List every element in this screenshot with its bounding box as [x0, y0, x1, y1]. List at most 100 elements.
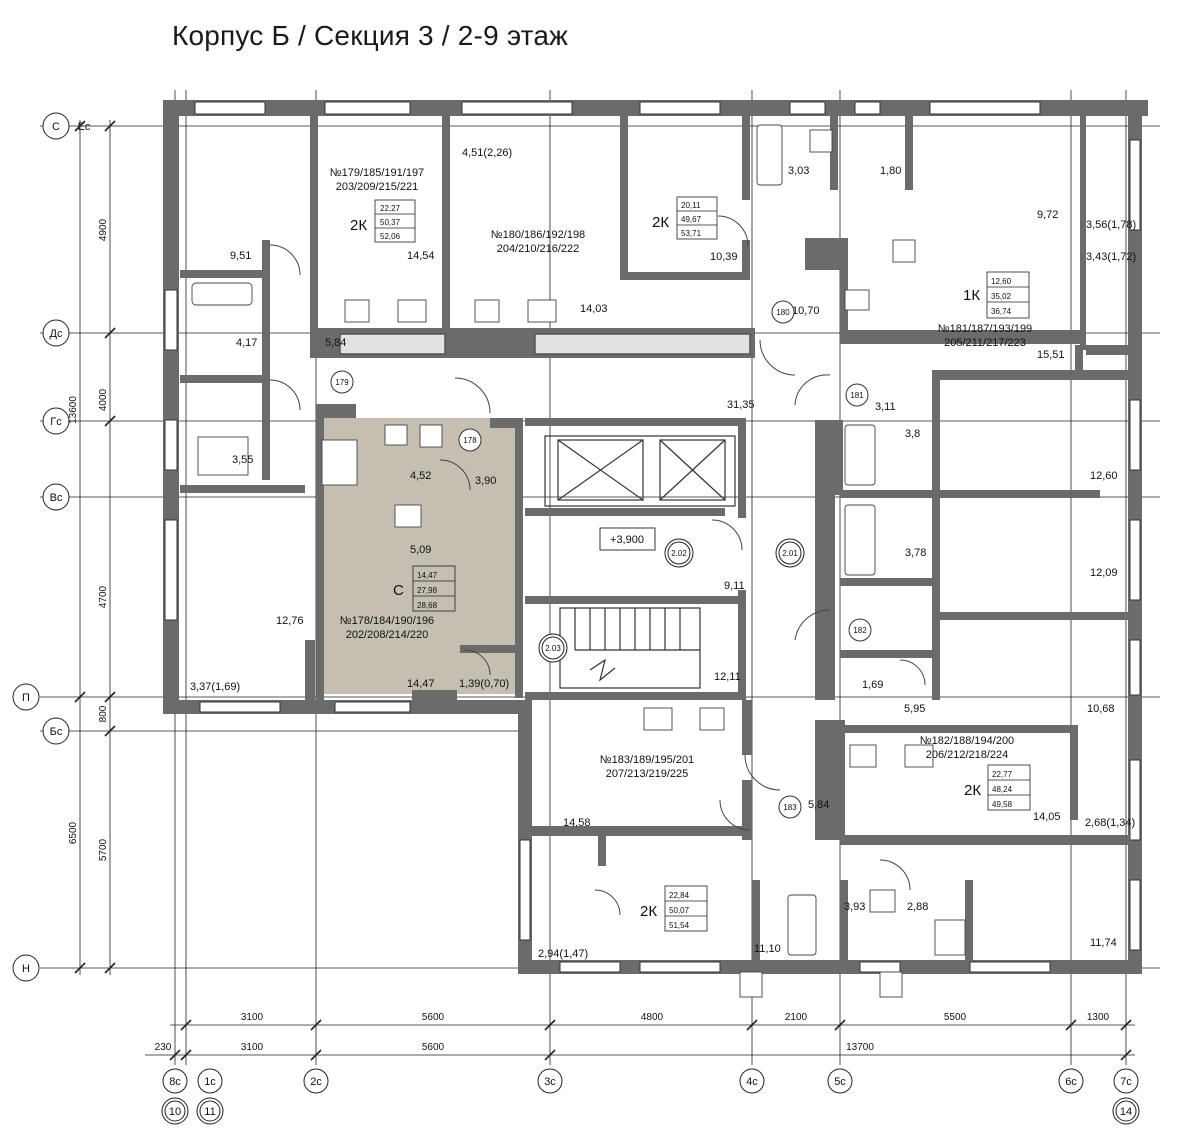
axis-label-left: Бс [50, 726, 63, 738]
exterior-walls [163, 100, 1148, 974]
apartment-area: 50,07 [669, 906, 690, 915]
dim-bottom: 4800 [641, 1012, 664, 1023]
room-area: 5,84 [808, 799, 829, 811]
apartment-numbers: №178/184/190/196 [340, 615, 434, 627]
room-area: 14,47 [407, 678, 435, 690]
room-area: 3,8 [905, 428, 920, 440]
staircase [559, 607, 701, 689]
axis-label-bottom-circle: 10 [169, 1106, 181, 1118]
room-area: 12,76 [276, 615, 304, 627]
room-area: 3,11 [875, 401, 896, 413]
apartment-area: 22,77 [992, 770, 1013, 779]
apartment-type: 2К [964, 782, 981, 799]
apartment-area: 12,60 [991, 277, 1012, 286]
marker-label: 2.01 [782, 549, 798, 558]
apartment-area: 49,67 [681, 215, 702, 224]
apartment-numbers: 204/210/216/222 [497, 243, 580, 255]
axis-label-bottom: 2с [310, 1076, 322, 1088]
room-area: 14,54 [407, 250, 435, 262]
apartment-area: 20,11 [681, 201, 701, 210]
room-area: 12,09 [1090, 567, 1118, 579]
room-area: 12,60 [1090, 470, 1118, 482]
axis-label-left: Н [22, 963, 30, 975]
apartment-area: 22,27 [380, 204, 401, 213]
apartment-area: 52,06 [380, 232, 401, 241]
room-area: 31,35 [727, 399, 755, 411]
room-area: 3,90 [475, 475, 496, 487]
apartment-type: 2К [350, 217, 367, 234]
left-axis-markers: С Ес Дс Гс Вс П Бс Н [12, 112, 91, 982]
axis-label-left: Дс [50, 328, 63, 340]
level-value: +3,900 [610, 534, 644, 546]
doors [269, 215, 926, 916]
apartment-numbers: 206/212/218/224 [926, 749, 1009, 761]
room-area: 9,51 [230, 250, 251, 262]
room-area: 11,74 [1090, 937, 1117, 949]
apartment-area: 51,54 [669, 921, 690, 930]
dim-left-inner: 4900 [98, 218, 109, 241]
room-area: 14,05 [1033, 811, 1061, 823]
apartment-area: 36,74 [991, 307, 1012, 316]
room-area: 3,43(1,72) [1086, 251, 1136, 263]
room-area-labels: 9,51 4,17 5,84 3,55 12,76 3,37(1,69) 14,… [190, 147, 1136, 960]
room-area: 4,17 [236, 337, 257, 349]
elevator-shafts [544, 435, 736, 507]
room-area: 10,39 [710, 251, 738, 263]
apartment-area: 35,02 [991, 292, 1012, 301]
apartment-numbers: №180/186/192/198 [491, 229, 585, 241]
axis-label-left: Вс [50, 492, 63, 504]
marker-label: 182 [853, 626, 867, 635]
apartment-numbers: 205/211/217/223 [944, 337, 1026, 349]
dim-bottom: 3100 [241, 1012, 264, 1023]
axis-label-bottom-circle: 11 [204, 1106, 215, 1118]
apartment-area: 49,58 [992, 800, 1013, 809]
marker-label: 2.02 [671, 549, 687, 558]
room-area: 9,72 [1037, 209, 1058, 221]
room-area: 14,03 [580, 303, 608, 315]
apartment-numbers: №179/185/191/197 [330, 167, 424, 179]
room-area: 3,55 [232, 454, 253, 466]
dim-bottom: 5500 [944, 1012, 967, 1023]
room-area: 4,52 [410, 470, 431, 482]
dim-bottom: 230 [155, 1042, 172, 1053]
fixtures [191, 124, 966, 998]
apartment-area: 14,47 [417, 571, 438, 580]
room-area: 3,37(1,69) [190, 681, 240, 693]
room-area: 3,78 [905, 547, 926, 559]
left-dimensions: 13600 6500 4900 4000 4700 800 5700 [68, 120, 116, 975]
room-area: 3,03 [788, 165, 809, 177]
apartment-area: 27,98 [417, 586, 438, 595]
room-area: 10,70 [792, 305, 820, 317]
marker-label: 2.03 [545, 644, 561, 653]
dim-left-outer: 13600 [68, 396, 79, 424]
dim-left-inner: 4700 [98, 585, 109, 608]
dim-left-outer: 6500 [68, 821, 79, 844]
bottom-dimensions: 3100 5600 4800 2100 5500 1300 230 3100 5… [145, 1012, 1135, 1061]
room-area: 2,68(1,34) [1085, 817, 1135, 829]
room-area: 3,93 [844, 901, 865, 913]
room-area: 11,10 [754, 943, 781, 955]
room-area: 2,88 [907, 901, 928, 913]
axis-label-bottom: 3с [544, 1076, 556, 1088]
room-area: 5,95 [904, 703, 925, 715]
apartment-area: 22,84 [669, 891, 690, 900]
room-area: 12,11 [714, 671, 741, 683]
dim-left-inner: 4000 [98, 388, 109, 411]
apartment-labels: №179/185/191/197 203/209/215/221 2К 22,2… [330, 167, 1032, 932]
axis-label-left: Гс [50, 416, 62, 428]
axis-label-bottom: 1с [204, 1076, 216, 1088]
dim-bottom: 5600 [422, 1042, 445, 1053]
dim-left-inner: 5700 [98, 838, 109, 861]
apartment-numbers: №183/189/195/201 [600, 754, 694, 766]
axis-label-left: С [52, 121, 60, 133]
axis-label-left: П [22, 692, 30, 704]
page-title: Корпус Б / Секция 3 / 2-9 этаж [172, 20, 569, 51]
dim-bottom: 2100 [785, 1012, 808, 1023]
axis-label-bottom: 5с [834, 1076, 846, 1088]
level-mark: +3,900 [599, 527, 656, 551]
apartment-area: 50,37 [380, 218, 401, 227]
room-area: 14,58 [563, 817, 591, 829]
dim-bottom: 13700 [846, 1042, 874, 1053]
apartment-numbers: №181/187/193/199 [938, 323, 1032, 335]
marker-label: 179 [335, 378, 349, 387]
